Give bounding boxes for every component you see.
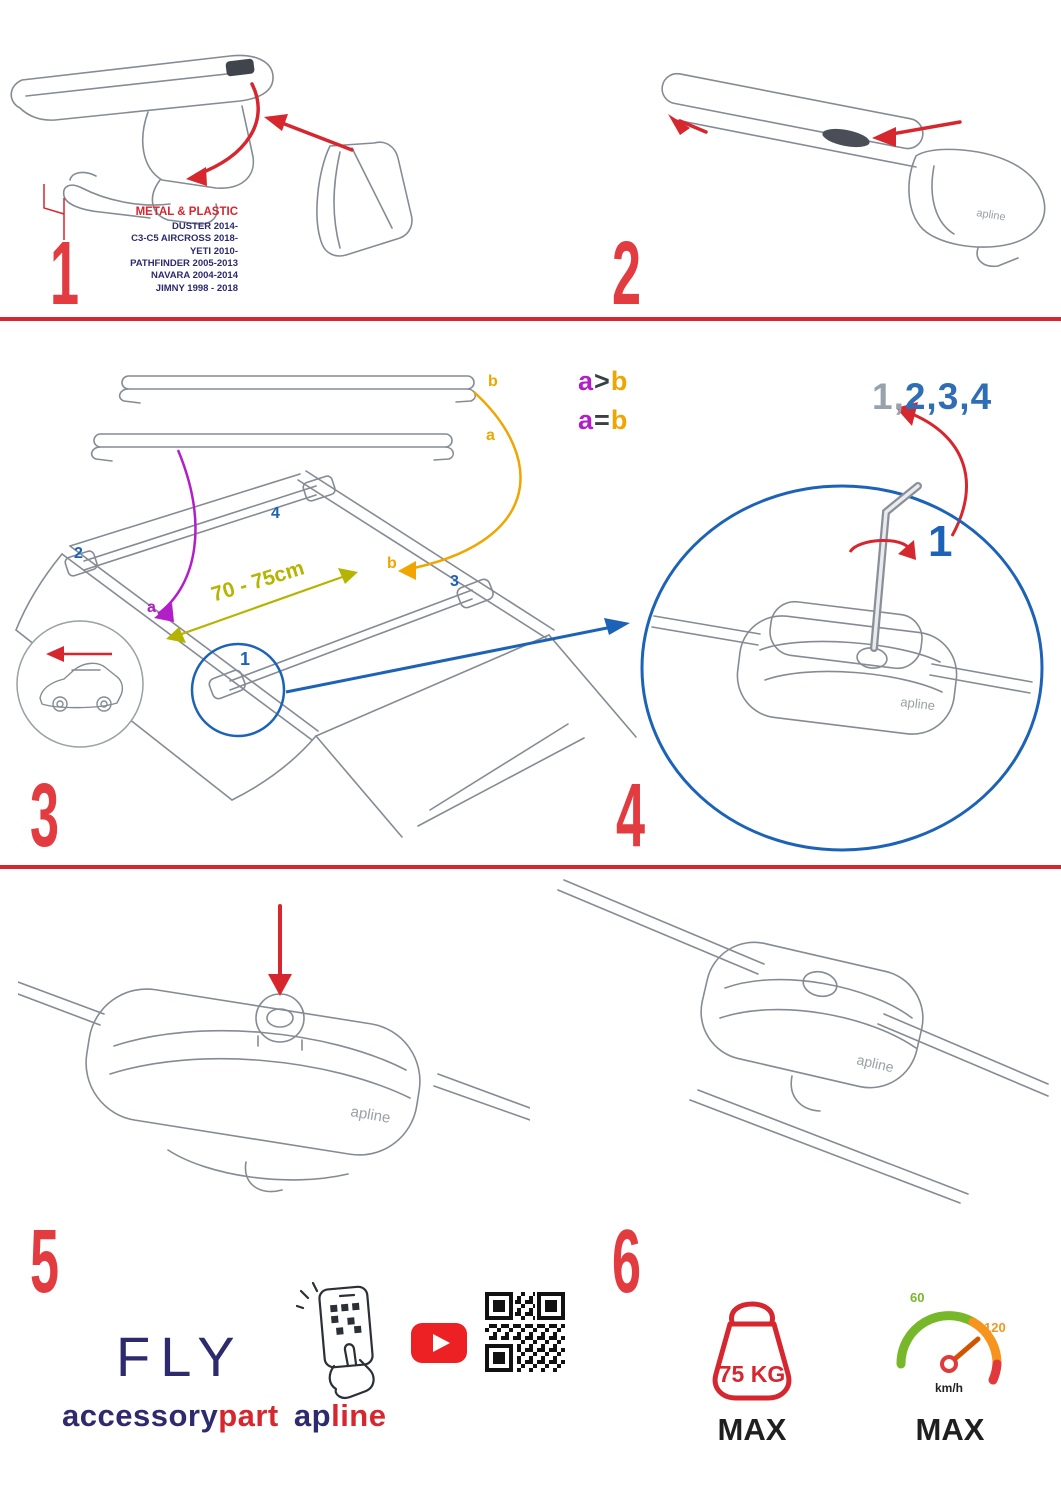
bar-label-a: a [147, 599, 156, 616]
compare-a: a [578, 366, 595, 396]
tightening-sequence: 1,2,3,4 [872, 376, 992, 418]
compare-greater: a>b [578, 366, 628, 397]
car-direction-inset [16, 620, 144, 748]
qr-code [485, 1292, 565, 1372]
brand-line: line [331, 1398, 387, 1433]
arrowhead [872, 127, 896, 147]
arrowhead [264, 114, 288, 131]
step-number-3: 3 [30, 766, 59, 866]
product-name: FLY [116, 1325, 245, 1388]
apline-logo-step6: apline [855, 1051, 895, 1075]
apline-logo-patch [225, 58, 255, 77]
step2-drawing: apline [661, 72, 1046, 268]
arrowhead [166, 627, 186, 643]
arrowhead [338, 568, 358, 584]
model-item: YETI 2010- [189, 245, 238, 257]
weight-limit-value: 75 KG [719, 1361, 785, 1387]
compare-b: b [610, 405, 629, 435]
arrowhead [154, 603, 174, 622]
speedometer-icon: 60 120 km/h [896, 1290, 1006, 1395]
arrowhead [604, 618, 630, 635]
section-divider-top [0, 317, 1061, 321]
step1-vehicle-list: METAL & PLASTIC DUSTER 2014- C3-C5 AIRCR… [80, 206, 238, 295]
youtube-icon [411, 1323, 467, 1363]
weight-limit-icon: 75 KG [712, 1301, 792, 1401]
foot-label-4: 4 [271, 505, 280, 522]
phone-scan-icon [296, 1281, 375, 1399]
sequence-arrow [911, 412, 968, 537]
step1-drawing [10, 54, 413, 257]
compare-equal: a=b [578, 405, 628, 436]
weight-max-label: MAX [717, 1412, 787, 1447]
current-foot-label: 1 [928, 517, 953, 566]
model-item: DUSTER 2014- [172, 221, 238, 232]
dimension-arrow [175, 573, 349, 638]
bar-label-b: b [387, 555, 397, 572]
step-number-2: 2 [612, 224, 641, 324]
step3-drawing [15, 375, 637, 838]
sequence-first: 1, [872, 376, 905, 417]
apline-logo-step2: apline [976, 207, 1007, 223]
arrowhead [398, 561, 416, 580]
bar-a-route-line [157, 449, 197, 615]
model-item: C3-C5 AIRCROSS 2018- [131, 233, 238, 245]
foot-label-1: 1 [240, 649, 251, 669]
arrowhead [896, 402, 918, 426]
model-item: PATHFINDER 2005-2013 [130, 258, 238, 270]
step5-drawing: apline [18, 904, 530, 1193]
arrowhead [668, 114, 690, 135]
speed-tick-low: 60 [910, 1290, 924, 1305]
apline-logo-step5: apline [349, 1103, 391, 1127]
phone-qr-pixels [330, 1302, 362, 1335]
section-divider-bottom [0, 865, 1061, 869]
loose-bar-label-a: a [486, 427, 495, 444]
foot-label-2: 2 [74, 545, 83, 562]
apline-logo-step4: apline [900, 694, 936, 713]
compare-op: > [594, 366, 611, 396]
compare-op: = [594, 405, 611, 435]
material-label: METAL & PLASTIC [135, 206, 238, 218]
compare-a: a [578, 405, 595, 435]
detail-pointer-line [285, 625, 613, 694]
arrowhead [46, 646, 64, 662]
step-number-1: 1 [50, 224, 79, 324]
step6-drawing: apline [557, 879, 1049, 1204]
speed-unit: km/h [935, 1381, 963, 1395]
compare-b: b [610, 366, 629, 396]
brand-wordmark: accessorypart apline [62, 1398, 386, 1434]
foot-label-3: 3 [450, 573, 459, 590]
arrowhead [898, 540, 916, 560]
arrowhead [186, 167, 207, 186]
model-item: NAVARA 2004-2014 [151, 270, 238, 282]
step4-drawing: apline [640, 402, 1044, 852]
step-number-5: 5 [30, 1212, 59, 1312]
bar-b-route-line [403, 391, 522, 572]
arrowhead [268, 974, 292, 996]
sequence-rest: 2,3,4 [904, 376, 993, 417]
detail-magnifier-circle [640, 484, 1044, 852]
step-number-4: 4 [616, 766, 645, 866]
model-item: JIMNY 1998 - 2018 [155, 282, 238, 294]
brand-ap: ap [293, 1398, 332, 1433]
speed-tick-high: 120 [984, 1320, 1006, 1335]
loose-bar-label-b: b [488, 373, 498, 390]
brand-accessory: accessory [62, 1398, 219, 1433]
brand-part: part [218, 1398, 279, 1433]
foot-1-highlight-circle [190, 642, 286, 738]
step-number-6: 6 [612, 1212, 641, 1312]
speed-max-label: MAX [915, 1412, 985, 1447]
